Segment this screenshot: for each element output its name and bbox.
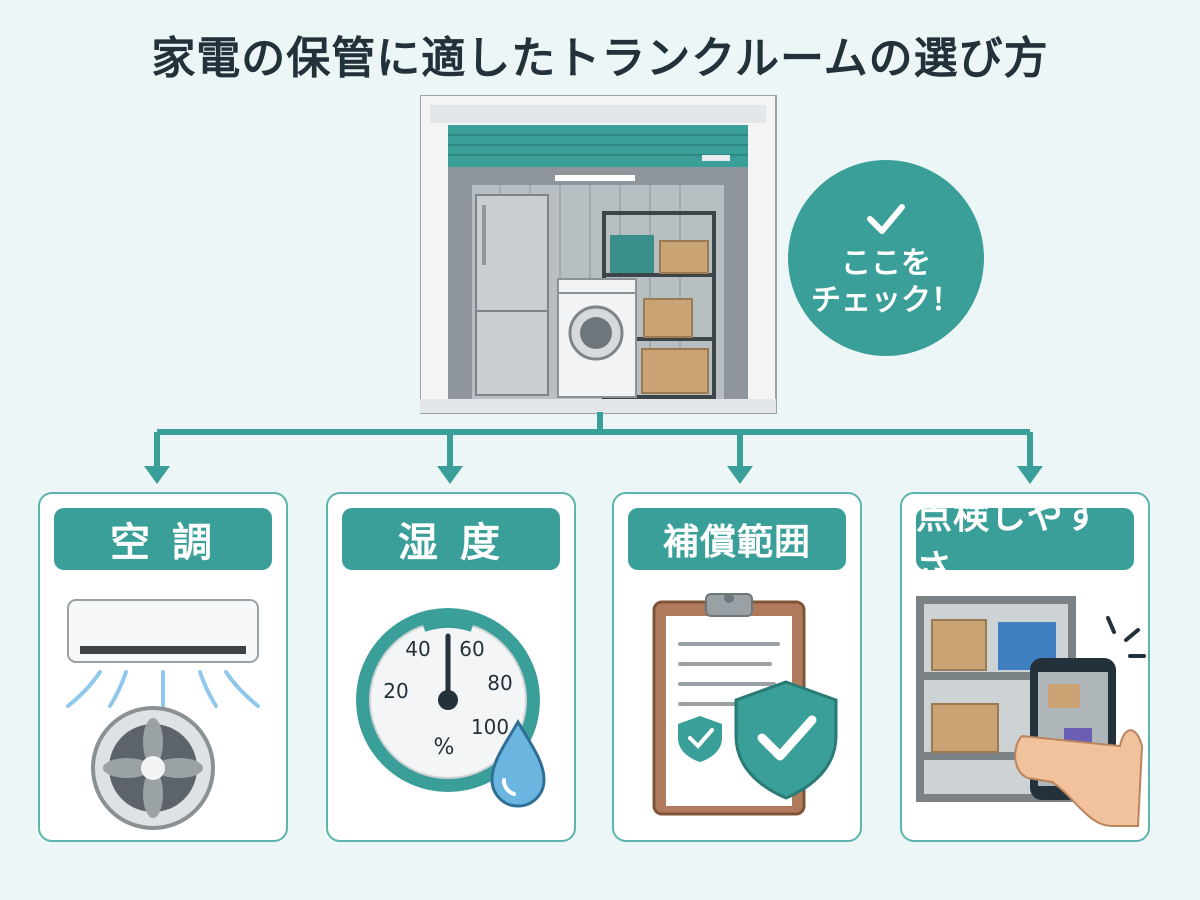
card-humidity: 湿 度 20 40 60 80 100 % [326,492,576,842]
tick-label-60: 60 [459,637,484,661]
card-label: 点検しやすさ [916,496,1134,589]
checkmark-icon [867,203,905,234]
badge-line-1: ここを [841,245,931,281]
check-here-badge: ここを チェック！ [788,160,984,356]
badge-line-2: チェック！ [811,283,961,318]
page-title: 家電の保管に適したトランクルームの選び方 [151,33,1049,84]
card-coverage: 補償範囲 [612,492,862,842]
card-label: 湿 度 [342,508,560,570]
arrow-down-icon [1017,466,1043,484]
card-air-conditioning: 空 調 [38,492,288,842]
storage-unit-illustration [420,95,777,414]
tick-label-40: 40 [405,637,430,661]
arrow-down-icon [727,466,753,484]
card-ease-of-inspection: 点検しやすさ [900,492,1150,842]
clipboard-shield-icon [652,593,838,816]
air-conditioner-icon [66,599,260,830]
smartphone-inspection-icon [916,596,1146,827]
unit-label: % [434,735,455,760]
hygrometer-icon: 20 40 60 80 100 % [356,608,546,808]
arrow-down-icon [144,466,170,484]
tick-label-100: 100 [471,715,509,739]
arrow-down-icon [437,466,463,484]
card-label: 補償範囲 [628,508,846,570]
card-label: 空 調 [54,508,272,570]
tick-label-80: 80 [487,671,512,695]
tick-label-20: 20 [383,679,408,703]
